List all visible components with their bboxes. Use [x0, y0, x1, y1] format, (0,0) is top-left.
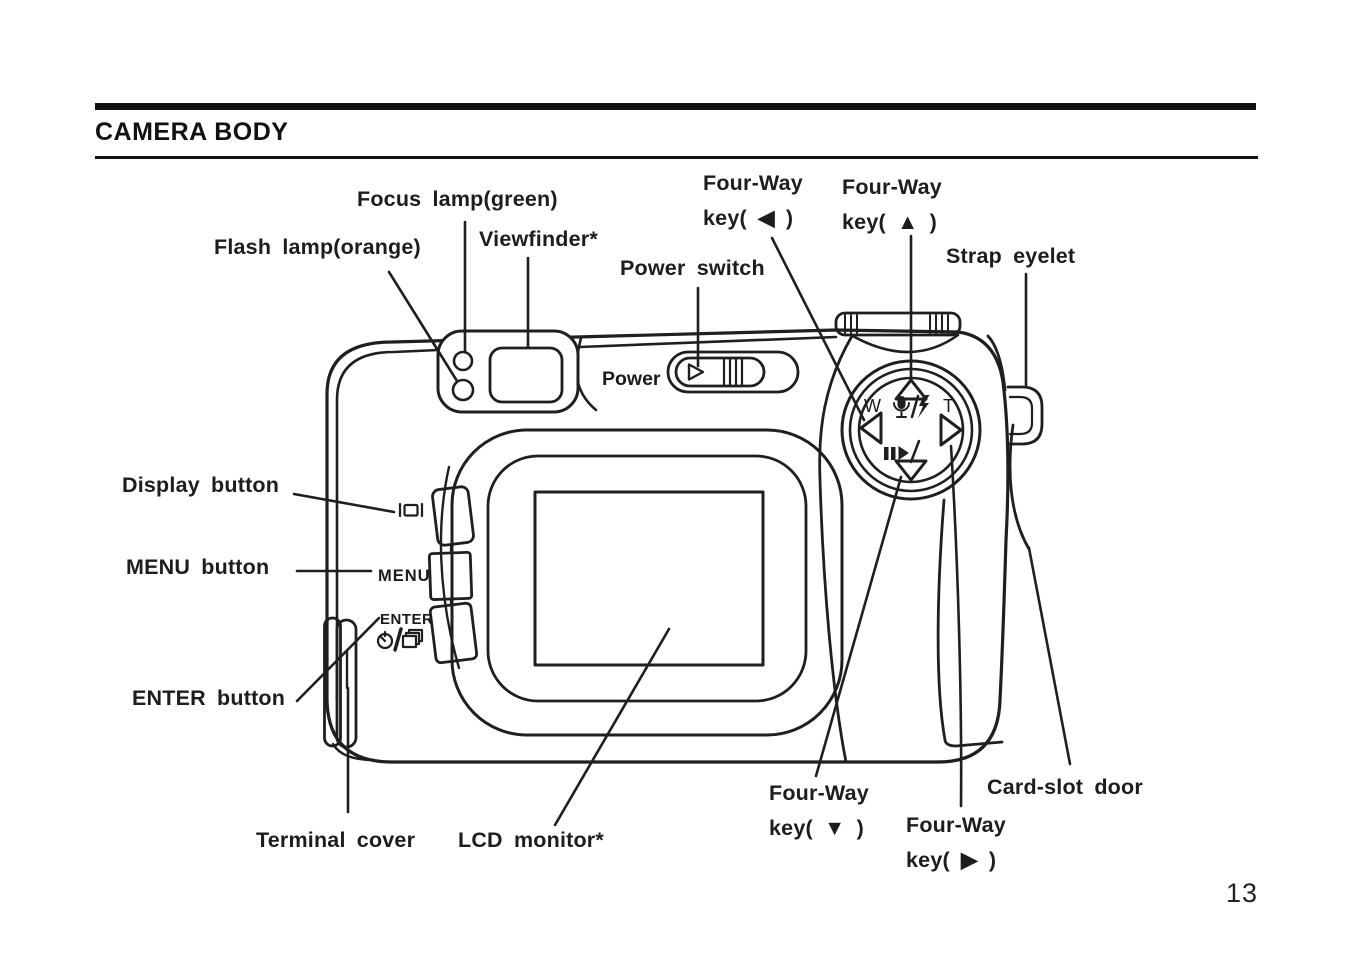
label-viewfinder: Viewfinder* — [479, 227, 598, 251]
leader-card-slot-door — [1027, 546, 1072, 766]
lcd-monitor — [450, 428, 844, 737]
label-strap-eyelet: Strap eyelet — [946, 244, 1076, 268]
leader-four-way-right — [949, 444, 963, 808]
leader-enter-button — [295, 616, 381, 703]
four-way-left-key — [859, 411, 883, 445]
label-power-switch: Power switch — [620, 256, 765, 280]
leader-four-way-down — [814, 475, 903, 778]
self-timer-continuous-icon — [376, 627, 424, 652]
label-focus-lamp: Focus lamp(green) — [357, 187, 558, 211]
label-four-way-key-right: Four-Way key( ▶ ) — [906, 813, 1006, 872]
grip-seams — [818, 334, 1031, 764]
terminal-cover — [323, 616, 376, 762]
left-buttons — [427, 465, 479, 670]
label-menu-button: MENU button — [126, 555, 270, 579]
label-lcd-monitor: LCD monitor* — [458, 828, 604, 852]
leader-flash-lamp — [387, 270, 459, 383]
display-button — [431, 485, 475, 547]
leader-display-button — [292, 492, 396, 514]
label-display-button: Display button — [122, 473, 280, 497]
play-pause-icon — [884, 439, 921, 464]
page-number: 13 — [1226, 878, 1259, 908]
title-underline — [95, 156, 1258, 159]
label-four-way-key-left: Four-Way key( ◀ ) — [703, 171, 803, 230]
strap-eyelet — [1006, 385, 1044, 446]
display-icon — [398, 502, 424, 518]
focus-lamp — [452, 350, 474, 372]
leader-lcd-monitor — [553, 627, 671, 827]
camera-body-outline — [325, 328, 1010, 764]
power-play-icon — [687, 363, 705, 381]
lamp-viewfinder-panel — [436, 329, 580, 414]
four-way-right-key — [939, 413, 963, 447]
mic-flash-icon — [893, 394, 930, 419]
label-card-slot-door: Card-slot door — [987, 775, 1143, 799]
wide-label: W — [864, 396, 881, 416]
power-switch — [666, 350, 800, 394]
enter-label: ENTER — [380, 611, 433, 628]
enter-button — [428, 601, 479, 665]
top-rule — [95, 103, 1256, 110]
label-four-way-key-down: Four-Way key( ▼ ) — [769, 781, 869, 840]
power-label: Power — [602, 368, 661, 390]
label-terminal-cover: Terminal cover — [256, 828, 416, 852]
four-way-pad: W T — [840, 359, 982, 501]
menu-label: MENU — [378, 567, 431, 585]
menu-button — [427, 550, 474, 601]
four-way-up-key — [894, 378, 928, 401]
label-four-way-key-up: Four-Way key( ▲ ) — [842, 175, 942, 234]
zoom-rocker — [834, 311, 962, 354]
page-title: CAMERA BODY — [95, 118, 289, 146]
tele-label: T — [943, 396, 954, 416]
leader-lines — [292, 220, 1072, 827]
label-enter-button: ENTER button — [132, 686, 286, 710]
leader-four-way-left — [770, 236, 866, 422]
flash-lamp — [451, 378, 475, 402]
card-slot-door-seam — [936, 498, 947, 742]
label-flash-lamp: Flash lamp(orange) — [214, 235, 421, 259]
viewfinder-window — [488, 346, 564, 404]
lcd-screen — [533, 490, 765, 667]
